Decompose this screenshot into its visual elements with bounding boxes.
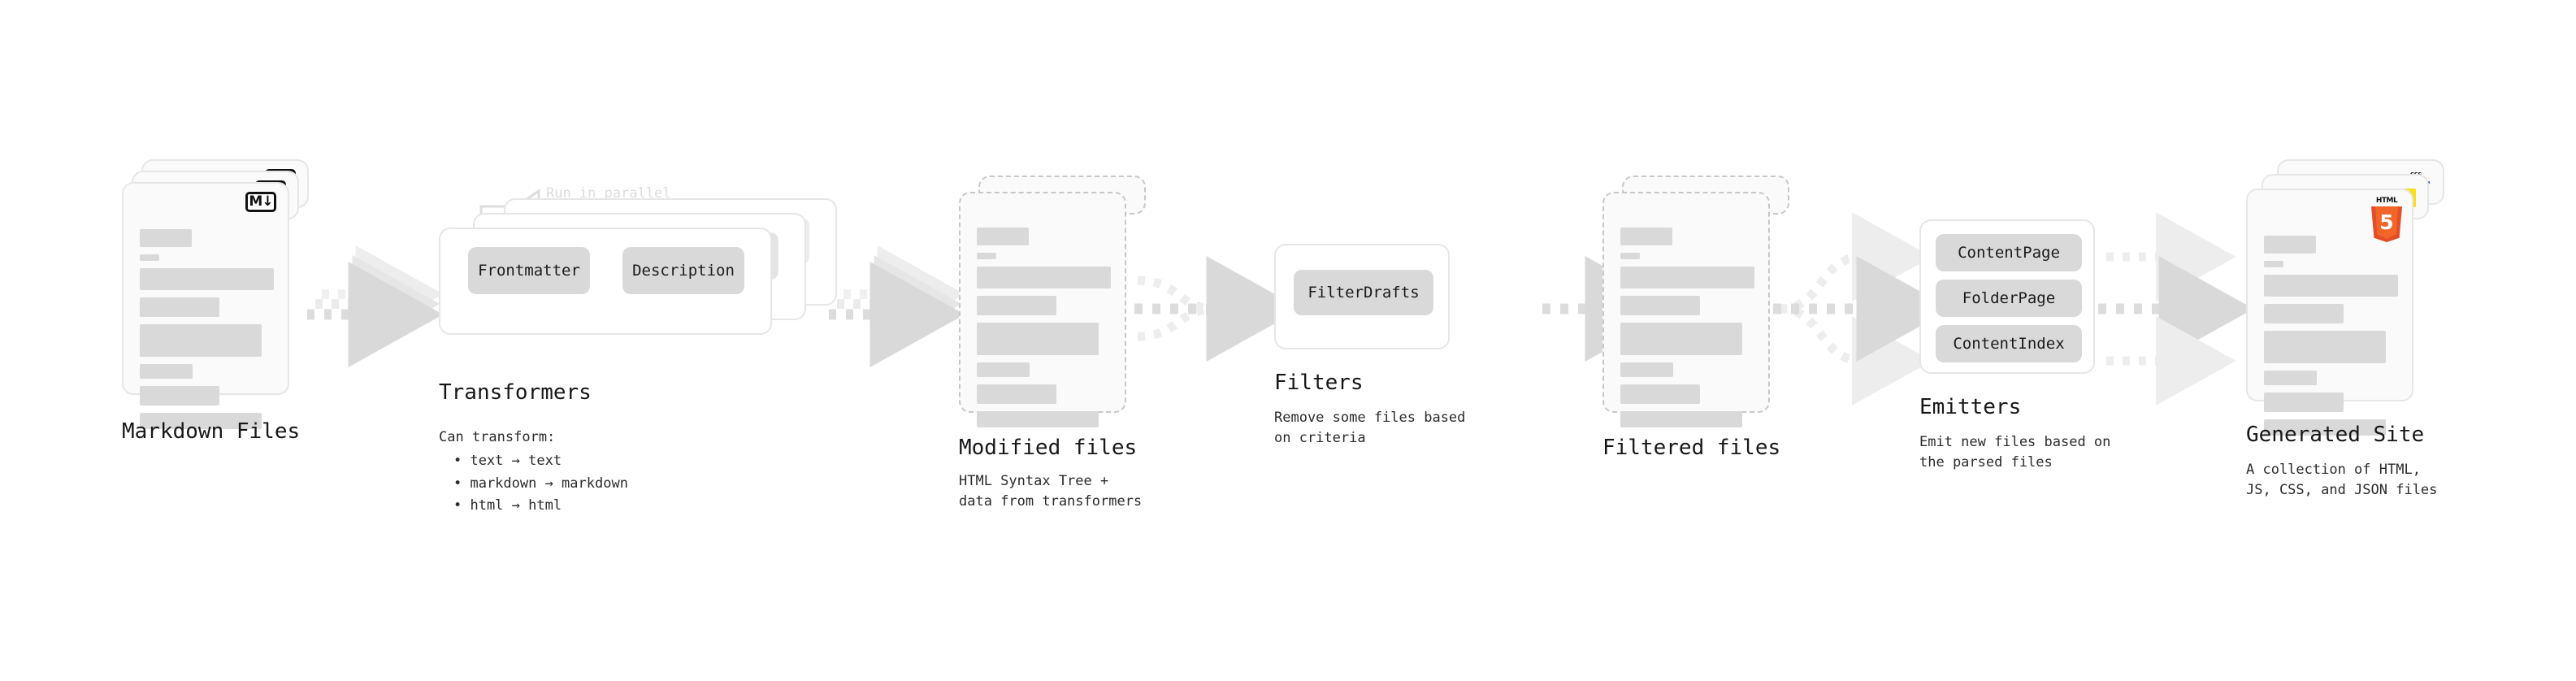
content-bar xyxy=(2264,261,2283,267)
content-bar xyxy=(1620,296,1700,315)
content-bar xyxy=(977,296,1056,315)
arrow-markdown-to-transformers xyxy=(307,245,444,367)
stage-desc-generated-site: A collection of HTML, JS, CSS, and JSON … xyxy=(2246,462,2438,498)
content-bar xyxy=(977,267,1111,288)
stage-modified-files: Modified files HTML Syntax Tree + data f… xyxy=(959,176,1146,510)
content-bar xyxy=(140,254,159,261)
content-bar xyxy=(140,268,274,290)
filter-chip-filterdrafts[interactable]: FilterDrafts xyxy=(1294,270,1433,315)
site-card-stack: CSS HTML 5 xyxy=(2246,159,2444,436)
emitter-chip-folderpage[interactable]: FolderPage xyxy=(1936,280,2082,317)
markdown-card-stack: M↓ M↓ M↓ xyxy=(122,159,309,429)
content-bar xyxy=(1620,323,1742,355)
stage-emitters: ContentPage FolderPage ContentIndex Emit… xyxy=(1919,219,2110,471)
file-content-placeholder xyxy=(977,213,1111,435)
transformers-bullet: • html → html xyxy=(453,497,562,514)
html5-icon-shape: HTML 5 xyxy=(2371,197,2402,244)
stage-filters: FilterDrafts Filters Remove some files b… xyxy=(1274,244,1465,446)
filtered-card-front xyxy=(1602,192,1770,427)
content-bar xyxy=(977,228,1029,245)
content-bar xyxy=(1620,362,1673,377)
content-bar xyxy=(140,297,219,317)
filtered-card-stack xyxy=(1602,176,1789,427)
content-bar xyxy=(140,413,262,429)
markdown-icon: M↓ xyxy=(245,192,276,212)
stage-title-transformers: Transformers xyxy=(439,380,592,405)
content-bar xyxy=(2264,371,2317,385)
content-bar xyxy=(140,324,262,357)
emitter-chip-contentindex[interactable]: ContentIndex xyxy=(1936,325,2082,362)
transformer-chip-description[interactable]: Description xyxy=(622,247,744,294)
content-bar xyxy=(977,323,1099,355)
html5-icon-inner xyxy=(2375,206,2398,239)
content-bar xyxy=(2264,419,2386,436)
arrow-emitters-to-site xyxy=(2098,212,2254,406)
stage-markdown-files: M↓ M↓ M↓ xyxy=(122,159,309,444)
site-card-front: HTML 5 xyxy=(2246,189,2413,436)
transformers-bullet-list: • text → text • markdown → markdown • ht… xyxy=(453,450,628,518)
content-bar xyxy=(140,229,192,247)
html5-icon-cap: HTML xyxy=(2375,197,2398,205)
content-bar xyxy=(2264,275,2398,297)
content-bar xyxy=(977,411,1099,427)
markdown-icon-label: M↓ xyxy=(245,192,276,212)
file-content-placeholder xyxy=(140,203,274,436)
content-bar xyxy=(1620,253,1640,259)
content-bar xyxy=(1620,411,1742,427)
run-in-parallel-label: Run in parallel xyxy=(546,185,671,202)
content-bar xyxy=(140,364,193,379)
stage-title-filtered-files: Filtered files xyxy=(1602,436,1781,460)
stage-desc-emitters: Emit new files based on the parsed files xyxy=(1919,434,2111,471)
content-bar xyxy=(977,362,1030,377)
content-bar xyxy=(1620,267,1754,288)
stage-desc-filters: Remove some files based on criteria xyxy=(1274,410,1466,446)
stage-title-generated-site: Generated Site xyxy=(2246,423,2425,447)
content-bar xyxy=(2264,331,2386,363)
emitters-box: ContentPage FolderPage ContentIndex xyxy=(1919,219,2095,374)
transformer-box-front: Frontmatter Description xyxy=(439,228,772,335)
markdown-card-front: M↓ xyxy=(122,182,289,429)
stage-generated-site: CSS HTML 5 xyxy=(2246,159,2444,498)
transformers-bullet: • text → text xyxy=(453,453,562,469)
content-bar xyxy=(2264,236,2316,254)
modified-card-stack xyxy=(959,176,1146,427)
stage-title-modified-files: Modified files xyxy=(959,436,1138,460)
transformer-chip-frontmatter[interactable]: Frontmatter xyxy=(468,247,590,294)
stage-title-emitters: Emitters xyxy=(1919,395,2022,419)
stage-desc-modified-files: HTML Syntax Tree + data from transformer… xyxy=(959,473,1143,510)
stage-transformers: Frontmatter Description Run in parallel … xyxy=(439,159,861,514)
content-bar xyxy=(2264,393,2344,412)
content-bar xyxy=(1620,228,1672,245)
filters-box: FilterDrafts xyxy=(1274,244,1450,349)
content-bar xyxy=(140,386,219,406)
content-bar xyxy=(977,384,1056,404)
content-bar xyxy=(2264,304,2344,323)
stage-title-filters: Filters xyxy=(1274,371,1364,395)
content-bar xyxy=(977,253,996,259)
html5-icon-digit: 5 xyxy=(2379,210,2394,234)
emitter-chip-contentpage[interactable]: ContentPage xyxy=(1936,234,2082,271)
transformers-subhead: Can transform: xyxy=(439,429,556,445)
stage-filtered-files: Filtered files xyxy=(1602,176,1789,460)
modified-card-front xyxy=(959,192,1126,427)
stage-title-markdown-files: Markdown Files xyxy=(122,419,301,444)
content-bar xyxy=(1620,384,1700,404)
transformers-bullet: • markdown → markdown xyxy=(453,475,628,492)
transformers-box-stack: Frontmatter Description xyxy=(439,159,861,371)
arrow-modified-to-filters xyxy=(1134,256,1302,362)
file-content-placeholder xyxy=(2264,210,2398,443)
file-content-placeholder xyxy=(1620,213,1754,435)
html5-icon: HTML 5 xyxy=(2371,197,2402,244)
